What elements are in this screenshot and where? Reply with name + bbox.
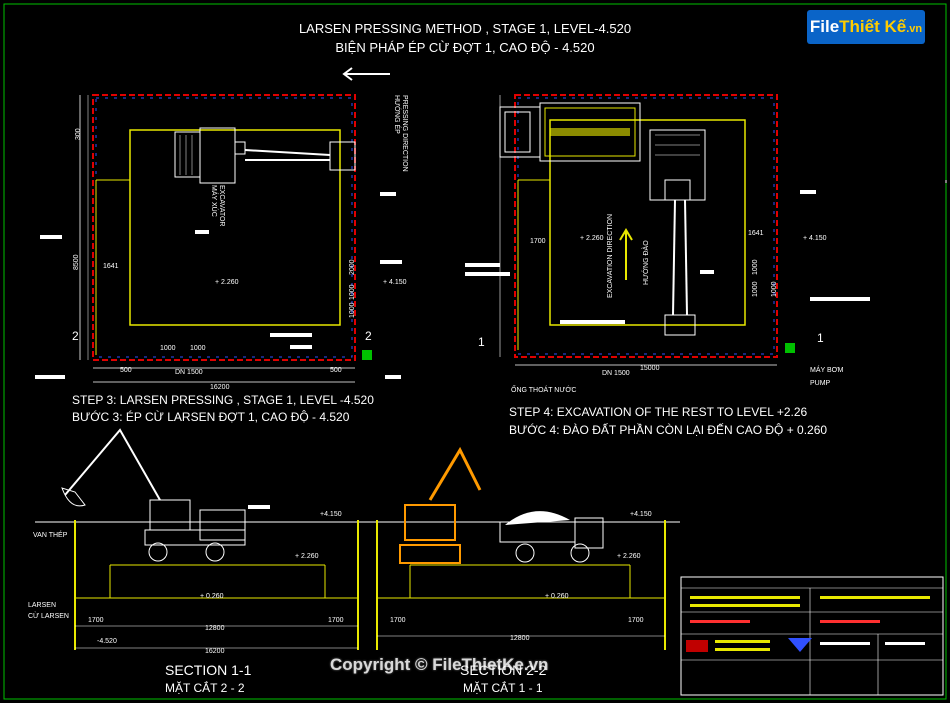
marker-left-2: 2 — [72, 329, 79, 343]
logo-accent: Thiết Kế — [839, 17, 907, 36]
direction-label-vn: HƯỚNG ÉP — [393, 95, 402, 134]
dim-1700-plan: 1700 — [530, 238, 546, 245]
level-415-b: + 4.150 — [803, 235, 827, 242]
pump-icon — [362, 350, 372, 360]
s1-d1700a: 1700 — [88, 617, 104, 624]
s1-lv-low: + 0.260 — [200, 593, 224, 600]
excavator-plan-icon — [174, 127, 356, 184]
dim-1000a: 1000 — [160, 345, 176, 352]
step3-title: STEP 3: LARSEN PRESSING , STAGE 1, LEVEL… — [72, 393, 374, 407]
s1-d12800: 12800 — [205, 625, 225, 632]
s1-lv-mid: + 2.260 — [295, 553, 319, 560]
dim-2000: 2000 — [349, 259, 356, 275]
dim-1000-p3: 1000 — [771, 281, 778, 297]
s2-lv-low: + 0.260 — [545, 593, 569, 600]
logo-suffix: .vn — [906, 23, 923, 35]
dim-300: 300 — [75, 128, 82, 140]
dim-1000c: 1000 — [349, 284, 356, 300]
step4-title-vn: BƯỚC 4: ĐÀO ĐẤT PHẦN CÒN LẠI ĐẾN CAO ĐỘ … — [509, 422, 827, 437]
dim-1641-b: 1641 — [748, 230, 764, 237]
s1-label-steel: VAN THÉP — [33, 530, 68, 539]
title-block — [680, 576, 944, 696]
s1-lv-top: +4.150 — [320, 511, 342, 518]
pump-label: MÁY BƠM — [810, 365, 844, 374]
step4-title: STEP 4: EXCAVATION OF THE REST TO LEVEL … — [509, 405, 808, 419]
sheet-frame — [3, 3, 947, 700]
s2-d1700b: 1700 — [628, 617, 644, 624]
pump-icon-2 — [785, 343, 795, 353]
watermark: Copyright © FileThietKe.vn — [330, 655, 549, 674]
marker-left-1: 1 — [478, 335, 485, 349]
truck-side-icon — [499, 511, 604, 563]
direction-label-en: PRESSING DIRECTION — [401, 95, 408, 172]
dim-1000b: 1000 — [190, 345, 206, 352]
s1-label-larsen2: CỪ LARSEN — [28, 611, 69, 620]
dim-16200: 16200 — [210, 384, 230, 391]
section-2-2: +4.150 + 2.260 + 0.260 1700 1700 12800 — [365, 446, 680, 650]
logo-main: File — [809, 17, 840, 36]
dim-15000: 15000 — [640, 365, 660, 372]
section1-subtitle: MẶT CẮT 2 - 2 — [165, 680, 245, 695]
dim-8500: 8500 — [73, 254, 80, 270]
dim-dn: DN 1500 — [175, 369, 203, 376]
s2-lv-mid: + 2.260 — [617, 553, 641, 560]
title-line2: BIỆN PHÁP ÉP CỪ ĐỢT 1, CAO ĐỘ - 4.520 — [335, 40, 594, 55]
dim-500a: 500 — [120, 367, 132, 374]
s1-d1700b: 1700 — [328, 617, 344, 624]
section2-subtitle: MẶT CẮT 1 - 1 — [463, 680, 543, 695]
arrow-left-icon — [342, 67, 390, 81]
excavation-dir-label: EXCAVATION DIRECTION — [607, 214, 614, 298]
dim-1000d: 1000 — [349, 302, 356, 318]
excavator-side-icon — [61, 428, 246, 562]
brand-logo: FileThiết Kế.vn — [807, 10, 925, 44]
s1-d16200: 16200 — [205, 648, 225, 655]
marker-right-1: 1 — [817, 331, 824, 345]
section2-title: SECTION 2-2 — [460, 662, 547, 678]
s2-d12800: 12800 — [510, 635, 530, 642]
section1-title: SECTION 1-1 — [165, 662, 252, 678]
section-1-1: +4.150 + 2.260 + 0.260 -4.520 1700 1700 … — [28, 428, 370, 655]
excavator-plan-icon-2 — [649, 129, 706, 336]
excavator-label: EXCAVATOR — [218, 185, 225, 227]
level-226-b: + 2.260 — [580, 235, 604, 242]
s2-lv-top: +4.150 — [630, 511, 652, 518]
s1-lv-bot: -4.520 — [97, 638, 117, 645]
excavator-orange-icon — [399, 446, 482, 564]
marker-right-2: 2 — [365, 329, 372, 343]
dim-500b: 500 — [330, 367, 342, 374]
excavation-dir-label-vn: HƯỚNG ĐÀO — [641, 240, 650, 285]
s2-d1700a: 1700 — [390, 617, 406, 624]
step4-plan: EXCAVATION DIRECTION HƯỚNG ĐÀO + 2.260 +… — [465, 94, 870, 394]
dim-1000-p2: 1000 — [752, 281, 759, 297]
pump-label-en: PUMP — [810, 380, 831, 387]
excavator-label-vn: MÁY XÚC — [210, 185, 219, 217]
dim-1641: 1641 — [103, 263, 119, 270]
step3-title-vn: BƯỚC 3: ÉP CỪ LARSEN ĐỢT 1, CAO ĐỘ - 4.5… — [72, 409, 350, 424]
truck-plan-icon — [499, 102, 641, 162]
step3-plan: 8500 300 1641 1000 1000 500 500 16200 DN… — [35, 94, 408, 391]
dim-1000-p1: 1000 — [752, 259, 759, 275]
title-line1: LARSEN PRESSING METHOD , STAGE 1, LEVEL-… — [299, 21, 631, 36]
s1-label-larsen1: LARSEN — [28, 602, 56, 609]
pipe-label: ỐNG THOÁT NƯỚC — [511, 384, 576, 394]
level-226: + 2.260 — [215, 279, 239, 286]
arrow-up-icon — [619, 228, 633, 280]
level-415: + 4.150 — [383, 279, 407, 286]
dim-dn-b: DN 1500 — [602, 370, 630, 377]
